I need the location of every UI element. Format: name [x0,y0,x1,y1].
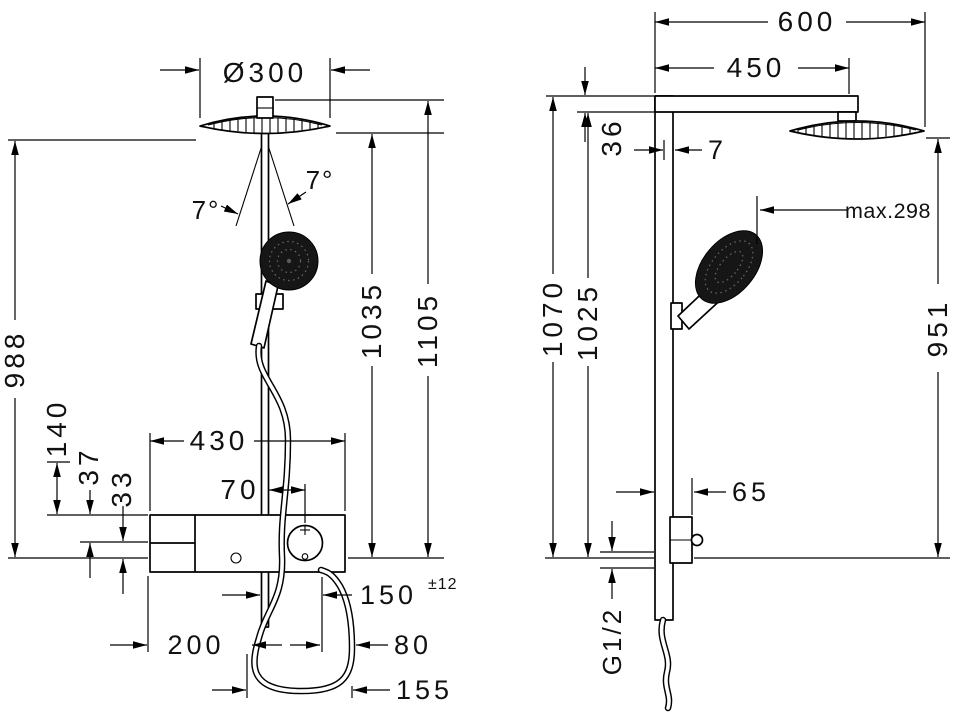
shower-hose-side [658,616,673,712]
dim-label-70: 70 [220,474,259,505]
dim-label-140: 140 [41,399,72,458]
dim-height-988: 988 [0,139,196,559]
dim-height-951: 951 [694,137,953,559]
dim-width-80: 80 [290,630,432,660]
dim-label-tilt-right: 7° [306,165,335,195]
overhead-shower-front [199,96,331,135]
dim-label-1105: 1105 [412,292,443,368]
dim-height-140: 140 [41,399,72,514]
dim-height-33: 33 [80,468,148,594]
dim-label-430: 430 [190,425,249,456]
dim-width-450: 450 [655,52,850,94]
dim-width-150: 150 ±12 [222,576,458,652]
dim-height-1105: 1105 [275,99,444,557]
dim-label-150-tolerance: ±12 [428,576,458,593]
dim-width-600: 600 [654,6,926,127]
dim-label-1070: 1070 [537,279,568,357]
brand-emblem [230,552,242,564]
dim-label-thread: G1/2 [597,607,627,675]
hose-outlet-side [669,516,704,564]
shower-arm-side [654,95,859,122]
dim-label-tilt-left: 7° [192,195,221,225]
dim-label-951: 951 [922,299,953,358]
dim-max-reach: max.298 [756,196,931,244]
dim-width-65: 65 [616,477,770,515]
dim-label-36: 36 [596,117,627,156]
front-view: Ø300 7° 7° 988 140 37 [0,57,458,705]
dim-height-1025: 1025 [572,113,603,557]
hand-shower-side [670,230,764,330]
control-unit [149,514,346,573]
dim-height-1070: 1070 [537,97,654,559]
dim-label-65: 65 [732,477,770,507]
dim-height-36: 36 [546,67,654,157]
dim-head-diameter: Ø300 [160,57,370,118]
dim-tilt-angles: 7° 7° [192,165,335,225]
dim-width-430: 430 [149,425,346,511]
dim-label-max-reach: max.298 [845,199,931,223]
tilt-angle-lines [235,135,295,227]
hand-shower-front [250,231,319,349]
dim-height-37: 37 [47,446,148,578]
dim-width-70: 70 [220,474,306,523]
dim-label-450: 450 [727,52,786,83]
dim-label-1035: 1035 [356,281,387,359]
outlet-knob [690,533,704,547]
dim-label-80: 80 [394,630,432,660]
shower-hose-front [251,342,356,695]
dim-label-200: 200 [167,630,224,660]
dim-width-155: 155 [212,654,453,705]
dim-height-1035: 1035 [336,132,444,559]
dim-label-600: 600 [778,6,837,37]
dim-label-head-diameter: Ø300 [223,57,308,88]
overhead-shower-side [789,120,925,140]
dim-thread-g12: G1/2 [597,521,654,675]
side-view: 600 450 36 7 max.298 [537,6,953,712]
dim-label-37: 37 [73,446,104,485]
dim-label-7: 7 [708,135,727,165]
dim-label-33: 33 [106,468,137,507]
hand-shower-head-side [694,230,764,304]
dim-width-200: 200 [110,576,282,660]
dim-label-988: 988 [0,330,30,389]
dim-label-150: 150 [360,580,417,610]
dim-label-155: 155 [396,675,453,705]
dim-label-1025: 1025 [572,283,603,361]
dim-depth-7: 7 [634,135,727,165]
